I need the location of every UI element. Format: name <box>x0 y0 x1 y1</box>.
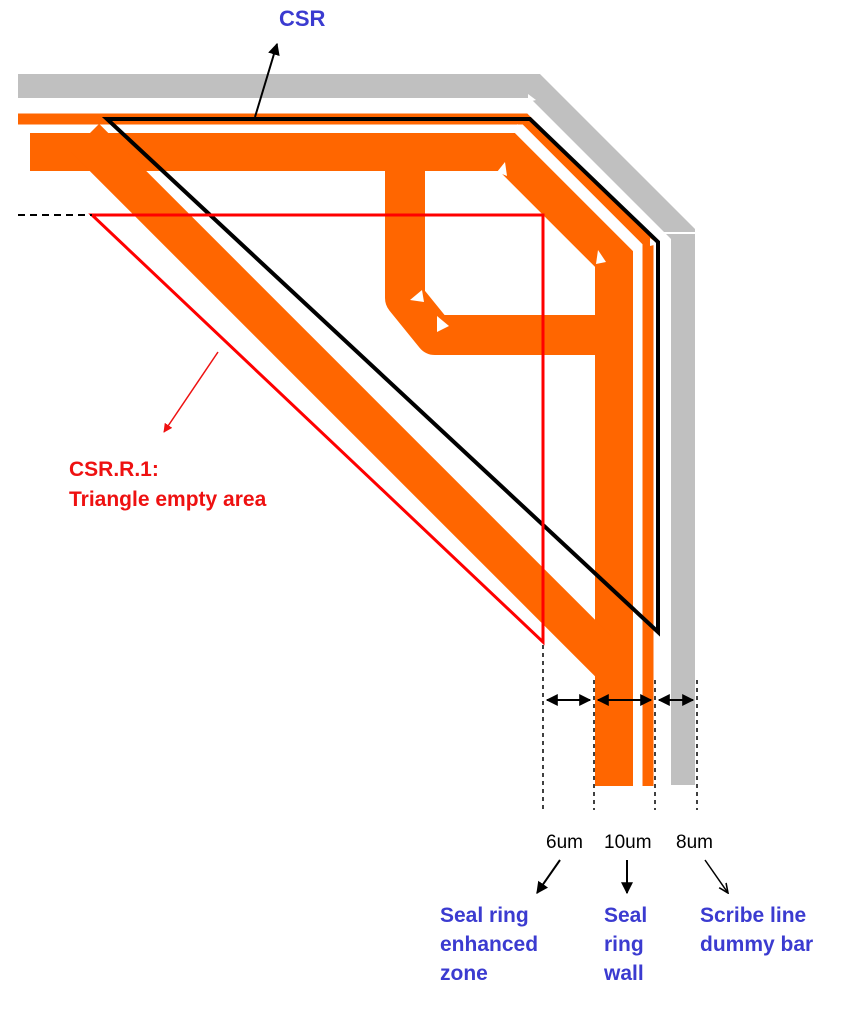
ring-wall-label: Seal ring wall <box>603 904 647 985</box>
rule-arrow <box>163 351 219 433</box>
enhanced-zone-label: Seal ring enhanced zone <box>440 904 538 985</box>
seal-ring <box>18 94 658 786</box>
csr-label: CSR <box>279 6 326 31</box>
triangle-empty-area <box>18 213 545 646</box>
dimension-guides <box>542 645 698 810</box>
rule-label-line1: CSR.R.1: <box>69 458 159 481</box>
rule-label-line2: Triangle empty area <box>69 488 267 511</box>
scribe-bar-label: Scribe line dummy bar <box>700 904 813 956</box>
dim-scribe-label: 8um <box>676 832 713 853</box>
svg-text:Seal ring: Seal ring <box>440 904 529 927</box>
svg-text:Scribe line: Scribe line <box>700 904 806 927</box>
svg-text:ring: ring <box>604 933 644 956</box>
svg-text:enhanced: enhanced <box>440 933 538 956</box>
svg-text:wall: wall <box>603 962 644 985</box>
svg-text:dummy bar: dummy bar <box>700 933 813 956</box>
scribe-bar-pointer <box>704 859 728 893</box>
csr-outline <box>101 117 660 637</box>
dim-enhanced-label: 6um <box>546 832 583 853</box>
csr-arrow <box>254 42 280 118</box>
svg-text:Seal: Seal <box>604 904 647 927</box>
dim-wall-label: 10um <box>604 832 652 853</box>
enhanced-zone-pointer <box>536 859 561 894</box>
scribe-line-dummy-bar <box>18 74 700 785</box>
svg-text:zone: zone <box>440 962 488 985</box>
